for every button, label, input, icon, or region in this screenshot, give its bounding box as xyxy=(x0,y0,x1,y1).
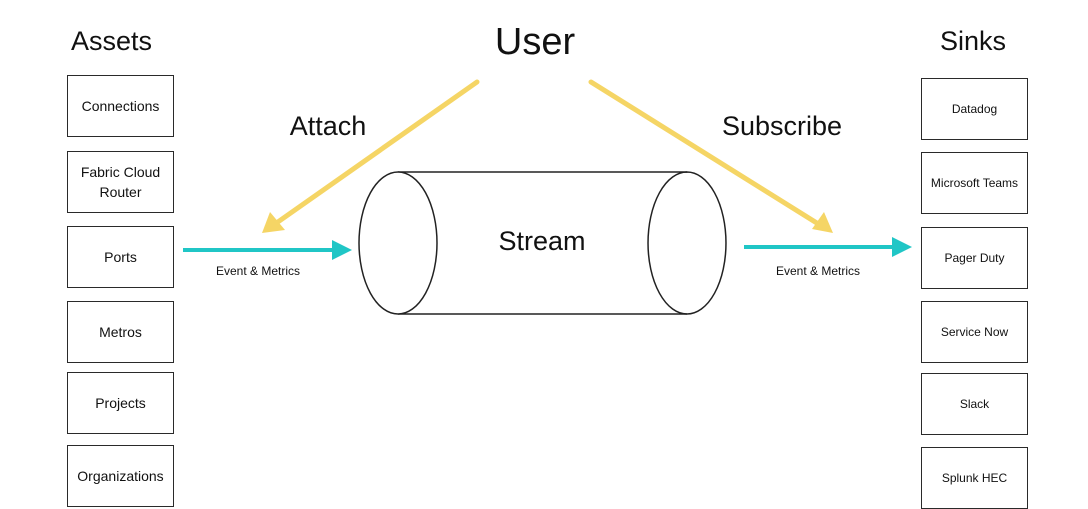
outbound-flow-label: Event & Metrics xyxy=(775,264,861,278)
sinks-title: Sinks xyxy=(940,26,1007,56)
sink-box-slack: Slack xyxy=(921,373,1028,435)
asset-box-ports: Ports xyxy=(67,226,174,288)
sink-box-datadog: Datadog xyxy=(921,78,1028,140)
sink-box-service-now: Service Now xyxy=(921,301,1028,363)
inbound-flow-label: Event & Metrics xyxy=(215,264,301,278)
asset-box-fabric-cloud-router: Fabric Cloud Router xyxy=(67,151,174,213)
asset-box-organizations: Organizations xyxy=(67,445,174,507)
assets-title: Assets xyxy=(71,26,153,56)
stream-label: Stream xyxy=(498,226,586,256)
outbound-flow-arrow xyxy=(744,237,912,257)
stream-cylinder xyxy=(358,171,727,315)
asset-box-connections: Connections xyxy=(67,75,174,137)
sink-box-microsoft-teams: Microsoft Teams xyxy=(921,152,1028,214)
sink-box-pager-duty: Pager Duty xyxy=(921,227,1028,289)
subscribe-arrow xyxy=(588,79,833,233)
stream-cylinder-body xyxy=(398,171,687,315)
attach-label: Attach xyxy=(289,111,367,141)
subscribe-label: Subscribe xyxy=(721,111,843,141)
asset-box-projects: Projects xyxy=(67,372,174,434)
stream-cylinder-right-end xyxy=(647,171,727,315)
sink-box-splunk-hec: Splunk HEC xyxy=(921,447,1028,509)
stream-cylinder-left-end xyxy=(358,171,438,315)
user-label: User xyxy=(494,21,576,63)
inbound-flow-arrow xyxy=(183,240,352,260)
asset-box-metros: Metros xyxy=(67,301,174,363)
attach-arrow xyxy=(262,79,480,233)
